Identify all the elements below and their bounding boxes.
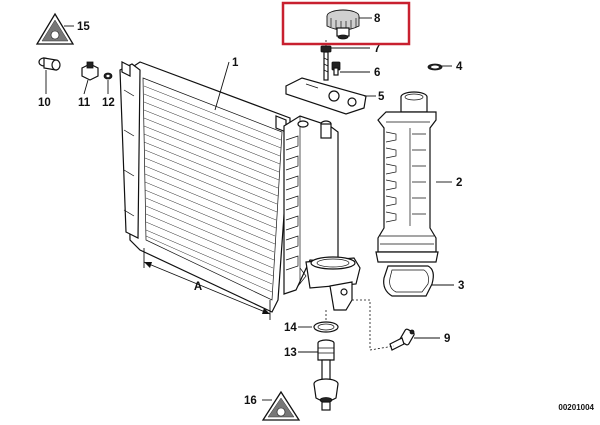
- callout-7: 7: [374, 43, 380, 55]
- bmw-kit-triangle-icon: [35, 12, 75, 45]
- radiator-side-tank: [283, 115, 361, 311]
- bmw-kit-triangle-icon: [261, 390, 301, 421]
- part-14-oring: [313, 321, 339, 333]
- part-13-connector: [317, 339, 335, 361]
- part-2-expansion-tank: [375, 91, 439, 263]
- callout-2: 2: [456, 177, 462, 189]
- callout-13: 13: [284, 347, 297, 359]
- part-16-drain-plug: [313, 359, 339, 411]
- callout-15: 15: [77, 21, 90, 33]
- dimension-a: A: [143, 248, 271, 320]
- part-7-screw: [320, 45, 332, 81]
- callout-16: 16: [244, 395, 257, 407]
- part-8-filler-cap: [326, 9, 360, 40]
- leader-lines: [45, 17, 454, 401]
- callout-8: 8: [374, 13, 381, 25]
- callout-numbers: 1 2 3 4 5 6 7 8 9 10 11 12 13 14 15 16: [38, 13, 464, 407]
- part-9-bleed-screw: [389, 328, 415, 351]
- callout-4: 4: [456, 61, 463, 73]
- callout-5: 5: [378, 91, 385, 103]
- part-4-oring: [427, 63, 443, 71]
- callout-11: 11: [78, 97, 91, 109]
- highlight-box: [281, 1, 411, 46]
- diagram-reference-code: 00201004: [558, 403, 594, 412]
- part-5-bracket: [285, 77, 367, 115]
- dimension-label: A: [194, 281, 202, 293]
- callout-9: 9: [444, 333, 450, 345]
- part-10-plug: [38, 57, 61, 71]
- callout-6: 6: [374, 67, 380, 79]
- part-11-sensor: [81, 61, 99, 81]
- callout-3: 3: [458, 280, 464, 292]
- part-12-washer: [103, 72, 113, 80]
- callout-12: 12: [102, 97, 115, 109]
- callout-1: 1: [232, 57, 239, 69]
- radiator-core: [119, 61, 291, 313]
- callout-14: 14: [284, 322, 297, 334]
- callout-10: 10: [38, 97, 51, 109]
- part-3-gasket: [383, 265, 434, 297]
- part-6-bolt: [331, 61, 341, 76]
